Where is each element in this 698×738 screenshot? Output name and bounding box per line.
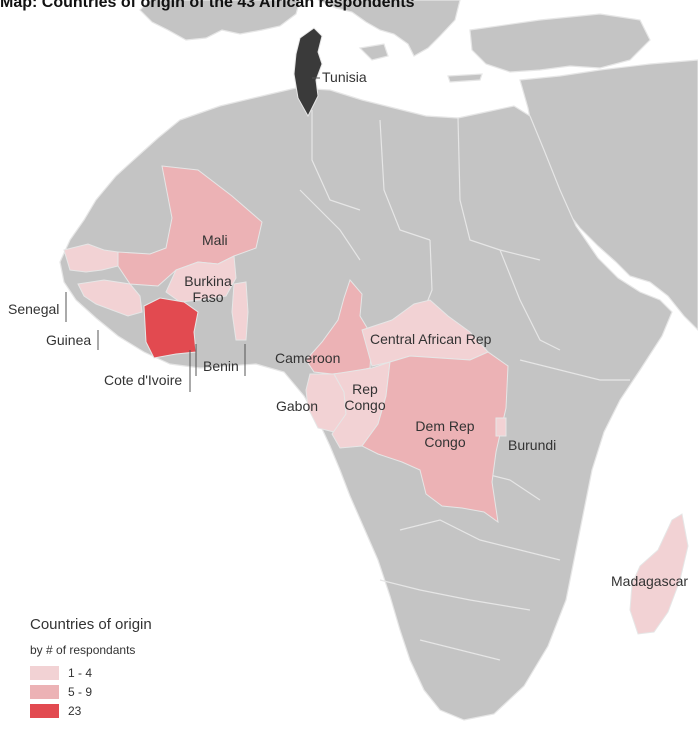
- label-cote-divoire: Cote d'Ivoire: [104, 372, 183, 388]
- label-rep-congo: Rep Congo: [340, 381, 390, 413]
- legend-label: 23: [68, 703, 82, 718]
- legend-label: 1 - 4: [68, 665, 93, 680]
- land-crete: [447, 73, 483, 83]
- border-lines: [299, 110, 630, 661]
- legend-swatch-1-4: [30, 665, 59, 680]
- label-rep-congo-line-2: Congo: [344, 397, 386, 413]
- label-burundi: Burundi: [508, 437, 557, 453]
- label-guinea: Guinea: [46, 332, 92, 348]
- land-europe-west: [139, 0, 301, 41]
- map-title: Map: Countries of origin of the 43 Afric…: [0, 0, 415, 11]
- country-dem-rep-congo[interactable]: [361, 351, 509, 524]
- label-madagascar: Madagascar: [611, 573, 689, 589]
- label-gabon: Gabon: [276, 398, 319, 414]
- label-senegal: Senegal: [8, 301, 60, 317]
- legend-item: 1 - 4: [30, 663, 152, 682]
- legend-subtitle: by # of respondants: [30, 643, 136, 657]
- legend-swatch-5-9: [30, 684, 59, 699]
- country-benin[interactable]: [231, 281, 249, 341]
- country-burundi[interactable]: [495, 417, 507, 437]
- legend-label: 5 - 9: [68, 684, 93, 699]
- label-rep-congo-line-1: Rep: [352, 381, 378, 397]
- label-central-african-rep: Central African Rep: [370, 331, 492, 347]
- country-tunisia[interactable]: [293, 27, 323, 118]
- legend-item: 23: [30, 701, 152, 720]
- label-drc-line-1: Dem Rep: [415, 418, 475, 434]
- country-guinea[interactable]: [77, 279, 143, 317]
- label-drc-line-2: Congo: [424, 434, 466, 450]
- country-burkina-faso[interactable]: [165, 255, 237, 303]
- country-cote-divoire[interactable]: [143, 297, 199, 359]
- label-mali: Mali: [202, 232, 228, 248]
- label-leaders: [65, 77, 320, 392]
- label-burkina-line-1: Burkina: [184, 273, 232, 289]
- label-burkina-faso: Burkina Faso: [180, 273, 236, 305]
- land-sicily: [358, 43, 389, 61]
- country-madagascar[interactable]: [629, 513, 689, 635]
- legend-item: 5 - 9: [30, 682, 152, 701]
- legend-title: Countries of origin: [30, 616, 152, 633]
- legend: Countries of origin by # of respondants …: [30, 616, 152, 720]
- label-dem-rep-congo: Dem Rep Congo: [406, 418, 484, 450]
- label-benin: Benin: [203, 358, 239, 374]
- land-turkey: [469, 13, 651, 73]
- land-italy-balkans: [317, 0, 461, 57]
- legend-swatch-23: [30, 703, 59, 718]
- country-senegal[interactable]: [63, 243, 119, 273]
- label-burkina-line-2: Faso: [192, 289, 224, 305]
- label-cameroon: Cameroon: [275, 350, 341, 366]
- label-tunisia: Tunisia: [322, 69, 367, 85]
